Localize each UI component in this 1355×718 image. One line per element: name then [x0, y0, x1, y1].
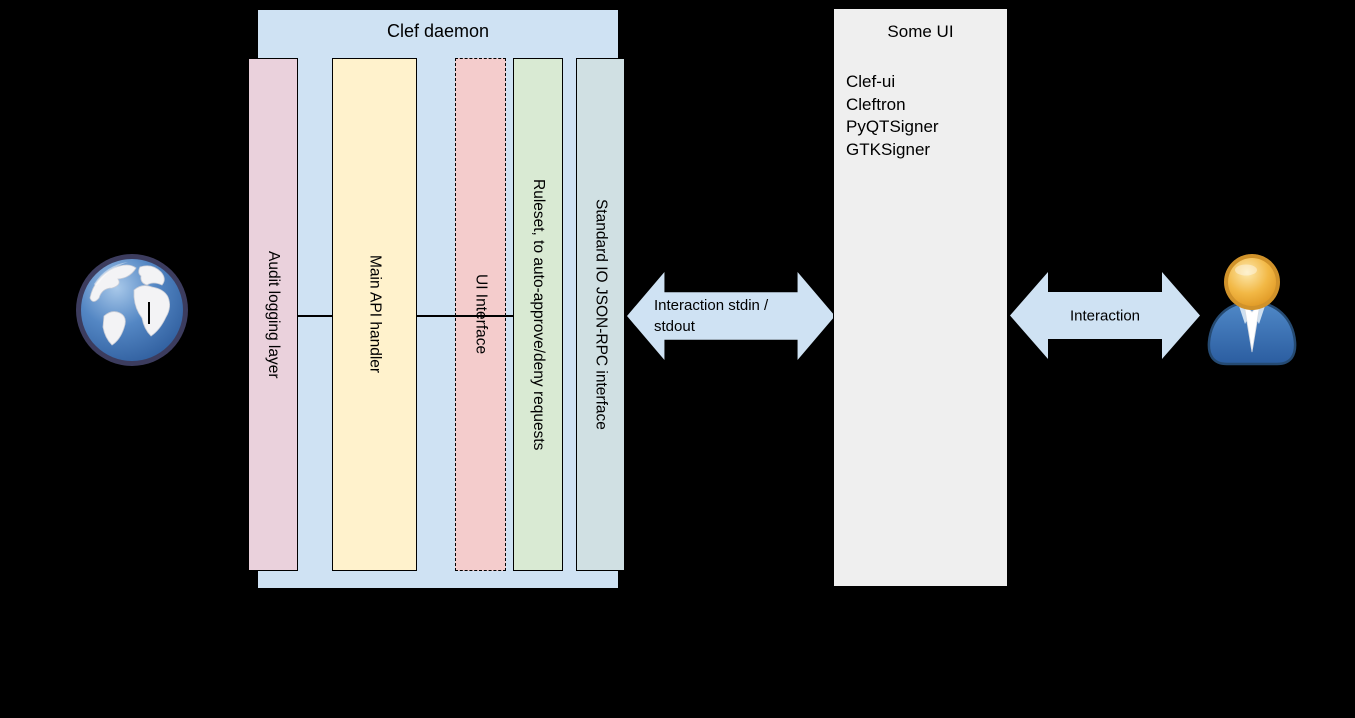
stdio-interaction-arrow: Interaction stdin / stdout — [627, 272, 835, 360]
bar-label: UI Interface — [472, 274, 490, 355]
clef-daemon-title: Clef daemon — [386, 21, 490, 41]
bar-main-api-handler: Main API handler — [332, 58, 417, 571]
user-head-highlight — [1235, 264, 1257, 276]
user-interaction-arrow: Interaction — [1010, 272, 1200, 359]
bar-label: Main API handler — [366, 255, 384, 374]
user-collar-left — [1238, 303, 1252, 324]
connector-line — [298, 315, 332, 317]
globe-continents — [89, 264, 170, 346]
user-icon — [1207, 254, 1297, 366]
some-ui-title: Some UI — [887, 22, 954, 41]
bar-label: Audit logging layer — [265, 250, 282, 379]
bar-label: Ruleset, to auto-approve/deny requests — [530, 178, 547, 451]
arrow-label: Interaction stdin / stdout — [654, 297, 769, 335]
globe-icon — [76, 254, 188, 366]
arrow-label: Interaction — [1069, 307, 1141, 324]
bar-stdio-jsonrpc-interface: Standard IO JSON-RPC interface — [576, 58, 625, 571]
bar-ui-interface: UI Interface — [455, 58, 506, 571]
bar-audit-logging-layer: Audit logging layer — [248, 58, 298, 571]
user-collar-right — [1252, 303, 1266, 324]
connector-line — [417, 315, 513, 317]
bar-ruleset: Ruleset, to auto-approve/deny requests — [513, 58, 563, 571]
list-item: Clef-ui — [846, 72, 896, 91]
some-ui-list: Clef-ui Cleftron PyQTSigner GTKSigner — [846, 71, 939, 161]
list-item: PyQTSigner — [846, 117, 939, 136]
some-ui-box: Some UI Clef-ui Cleftron PyQTSigner GTKS… — [833, 8, 1008, 587]
globe-highlight — [94, 262, 128, 286]
clef-daemon-box: Clef daemon — [258, 10, 618, 588]
bar-label: Standard IO JSON-RPC interface — [592, 199, 610, 430]
list-item: GTKSigner — [846, 139, 931, 159]
text-cursor-artifact — [148, 302, 150, 324]
list-item: Cleftron — [846, 94, 906, 114]
user-head — [1228, 258, 1276, 306]
